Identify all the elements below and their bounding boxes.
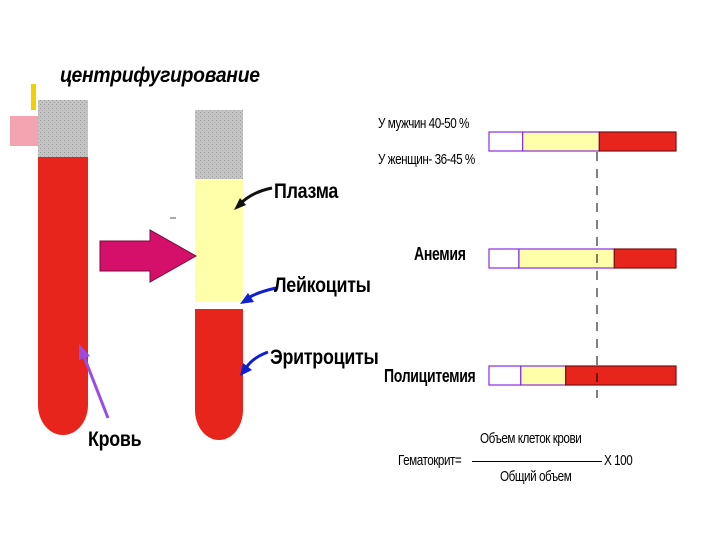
erythrocytes-pointer	[240, 350, 269, 376]
leukocytes-pointer	[240, 286, 277, 304]
diagram-title: центрифугирование	[60, 64, 260, 87]
row-label-polycythemia: Полицитемия	[384, 366, 476, 386]
bar-anemia-cells	[613, 248, 677, 269]
bar-anemia-top	[488, 248, 520, 269]
bar-anemia-plasma	[518, 248, 615, 269]
norm-women-label: У женщин- 36-45 %	[378, 151, 475, 168]
plasma-label: Плазма	[274, 180, 339, 203]
separated-tube-plasma	[195, 179, 243, 302]
blood-label: Кровь	[88, 428, 142, 451]
formula-numerator: Объем клеток крови	[480, 430, 582, 447]
blood-tube	[38, 100, 88, 435]
plasma-pointer	[234, 186, 273, 210]
formula-denominator: Общий объем	[500, 468, 572, 485]
separated-tube	[195, 110, 243, 440]
bar-normal-plasma	[522, 131, 600, 152]
separated-tube-gray-top	[195, 110, 243, 179]
leukocytes-label: Лейкоциты	[274, 274, 371, 297]
formula-multiplier: X 100	[604, 452, 633, 469]
slide-accent-yellow	[31, 84, 36, 110]
bar-normal-cells	[598, 131, 677, 152]
formula-lhs: Гематокрит=	[398, 452, 462, 469]
formula-fraction-line	[472, 461, 602, 462]
bar-polycythemia-top	[488, 365, 522, 386]
separated-tube-buffy-coat	[195, 302, 243, 309]
blood-tube-red	[38, 157, 88, 435]
bar-polycythemia-plasma	[520, 365, 567, 386]
row-label-anemia: Анемия	[414, 244, 466, 264]
bar-normal-top	[488, 131, 524, 152]
separated-tube-erythrocytes	[195, 309, 243, 440]
slide-accent-pink	[10, 116, 38, 146]
centrifugation-arrow	[99, 229, 198, 283]
blood-pointer	[79, 344, 110, 419]
norm-men-label: У мужчин 40-50 %	[378, 115, 469, 132]
erythrocytes-label: Эритроциты	[270, 346, 379, 369]
bar-polycythemia-cells	[565, 365, 677, 386]
blood-tube-gray-top	[38, 100, 88, 157]
